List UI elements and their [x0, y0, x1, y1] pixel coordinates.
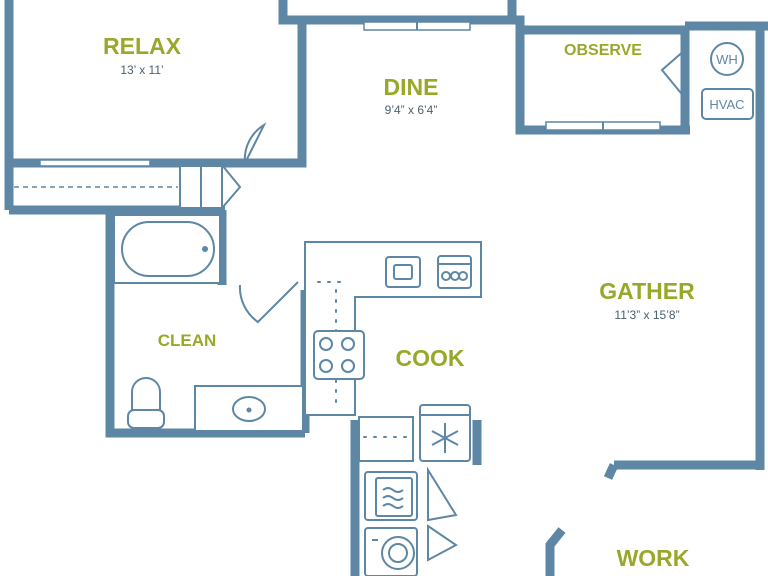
snowflake-icon: [431, 423, 459, 453]
door-bath: [238, 281, 299, 324]
toilet-icon: [131, 377, 161, 411]
room-name-gather: GATHER: [599, 278, 695, 304]
washer-icon: [364, 527, 418, 576]
room-name-dine: DINE: [384, 74, 439, 100]
room-dims-dine: 9’4” x 6’4”: [385, 103, 438, 117]
doors: [221, 47, 686, 562]
hvac-label: HVAC: [709, 97, 744, 112]
door-utility: [660, 47, 686, 101]
room-name-work: WORK: [617, 545, 690, 571]
door-laundry-2: [427, 524, 458, 562]
bathtub-basin: [121, 221, 215, 277]
hvac-unit: [701, 88, 754, 120]
room-dims-gather: 11’3” x 15’8”: [614, 308, 679, 322]
utility-closet: WH HVAC: [701, 42, 754, 120]
water-heater-label: WH: [716, 52, 738, 67]
windows: [39, 21, 661, 167]
door-relax: [243, 122, 267, 164]
door-closet: [221, 162, 242, 211]
pantry: [358, 416, 414, 462]
window-relax: [39, 159, 151, 167]
room-labels: RELAX 13’ x 11’ DINE 9’4” x 6’4” OBSERVE…: [103, 33, 695, 571]
door-laundry-1: [427, 466, 458, 522]
kitchen: [304, 241, 482, 462]
laundry: [364, 471, 418, 576]
toilet-tank: [127, 409, 165, 429]
water-heater-icon: [710, 42, 744, 76]
relax-closet: [14, 165, 223, 209]
room-dims-relax: 13’ x 11’: [120, 63, 163, 77]
room-name-clean: CLEAN: [158, 331, 217, 350]
room-name-observe: OBSERVE: [564, 42, 642, 59]
bath-fixtures: [113, 214, 304, 432]
stove-icon: [313, 330, 365, 380]
room-name-relax: RELAX: [103, 33, 182, 59]
room-name-cook: COOK: [396, 345, 465, 371]
